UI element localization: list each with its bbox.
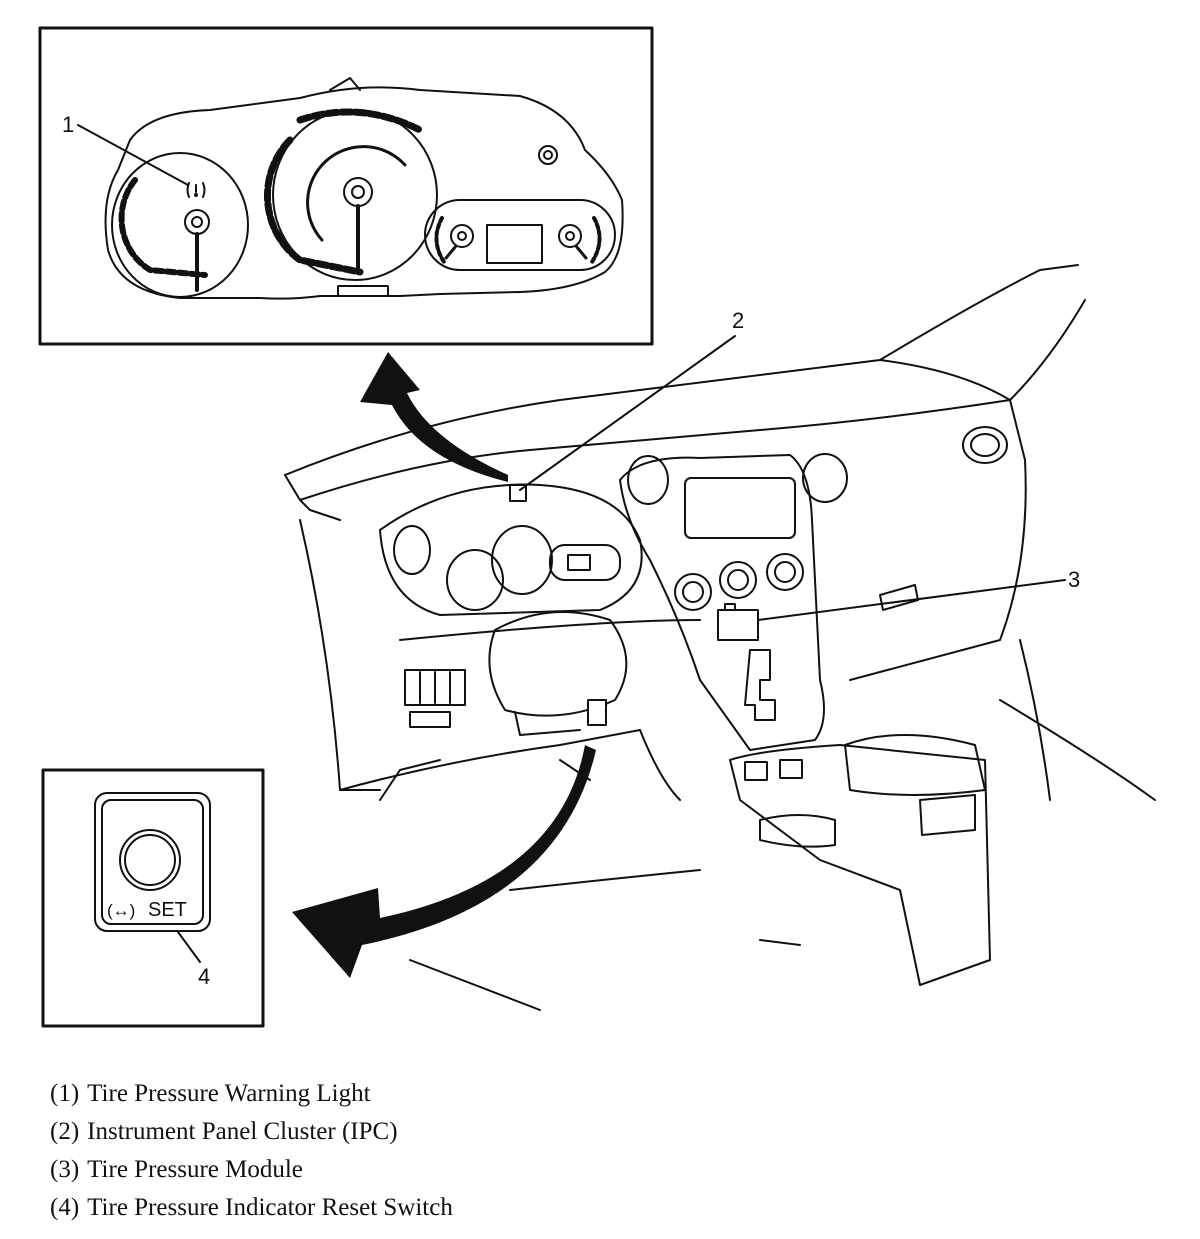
reset-switch-inset: (↔) SET 4 [41, 768, 265, 1028]
tire-pressure-warning-light-icon [186, 182, 206, 198]
odometer-display [486, 224, 543, 264]
legend-number: (3) [50, 1156, 80, 1183]
glovebox-handle [879, 584, 919, 611]
callout-1: 1 [62, 112, 74, 137]
arrow-down-to-switch-inset [292, 745, 596, 978]
left-gauge [111, 152, 249, 298]
left-gauge-hub [184, 209, 210, 235]
legend-text: Tire Pressure Indicator Reset Switch [87, 1194, 453, 1221]
legend-text: Instrument Panel Cluster (IPC) [87, 1118, 398, 1145]
left-switch-bank [404, 669, 466, 706]
dash-top [284, 359, 1011, 476]
cluster-inset-frame [38, 26, 654, 346]
speedometer-hub [343, 177, 373, 207]
callout-4: 4 [198, 964, 210, 989]
shifter-gate [744, 649, 776, 721]
hvac-knob-center [719, 561, 757, 599]
reset-switch-label: SET [148, 899, 187, 921]
legend-item: (1) Tire Pressure Warning Light [50, 1075, 453, 1113]
trip-knob [538, 145, 558, 165]
legend: (1) Tire Pressure Warning Light (2) Instru… [50, 1075, 453, 1227]
legend-number: (2) [50, 1118, 80, 1145]
right-pod [424, 199, 616, 271]
callout-2: 2 [732, 308, 744, 333]
right-vent [962, 426, 1008, 464]
hvac-knob-right [766, 553, 804, 591]
hvac-knob-left [674, 573, 712, 611]
arrow-up-to-cluster-inset [360, 352, 508, 482]
cluster-inset: 1 [38, 26, 654, 346]
center-console [729, 744, 991, 986]
dashboard: 2 3 [284, 264, 1156, 1011]
cluster-connector [509, 484, 527, 502]
left-vent [393, 525, 431, 575]
legend-text: Tire Pressure Warning Light [87, 1080, 371, 1107]
steering-wheel [488, 611, 628, 717]
callout-3-leader [757, 579, 1066, 621]
cluster-housing [104, 86, 624, 300]
reset-switch-on-dash [587, 699, 607, 726]
callout-2-leader [519, 335, 736, 491]
legend-item: (2) Instrument Panel Cluster (IPC) [50, 1113, 453, 1151]
callout-3: 3 [1068, 567, 1080, 592]
radio-display [684, 477, 796, 539]
instrument-panel-cluster [379, 483, 643, 616]
reset-switch-button [119, 829, 181, 891]
reset-switch-symbol: (↔) [107, 901, 135, 920]
center-stack [619, 454, 825, 751]
reset-switch-inset-frame [41, 768, 265, 1028]
legend-number: (1) [50, 1080, 80, 1107]
dashboard-illustration: 1 [38, 26, 1156, 1028]
reset-switch-bezel [94, 792, 211, 932]
callout-4-leader [177, 931, 201, 963]
tire-pressure-module [717, 609, 759, 641]
legend-text: Tire Pressure Module [87, 1156, 303, 1183]
armrest [844, 734, 986, 796]
legend-item: (4) Tire Pressure Indicator Reset Switch [50, 1189, 453, 1227]
legend-number: (4) [50, 1194, 80, 1221]
legend-item: (3) Tire Pressure Module [50, 1151, 453, 1189]
callout-1-leader [77, 124, 189, 186]
